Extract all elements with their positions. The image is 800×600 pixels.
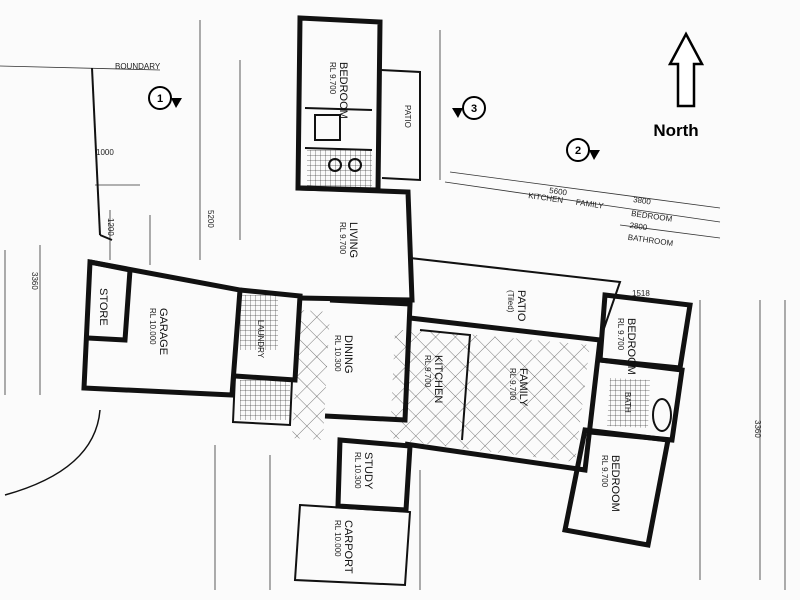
svg-text:RL 9.700: RL 9.700 (328, 62, 337, 95)
section-marker-3: 3 (452, 96, 486, 120)
section-marker-2: 2 (566, 138, 600, 162)
garage-label: GARAGE (157, 308, 169, 355)
section-marker-1: 1 (148, 86, 182, 110)
walls (81, 15, 693, 587)
dim-5200: 5200 (206, 210, 215, 228)
room-labels: BEDROOM RL 9.700 LIVING RL 9.700 PATIO G… (97, 62, 637, 574)
bath-label: BATH (623, 392, 632, 413)
svg-text:RL 9.700: RL 9.700 (423, 355, 432, 388)
dim-3360: 3360 (30, 272, 39, 290)
boundary-jog (99, 234, 113, 241)
dim-3360-right: 3360 (753, 420, 762, 438)
dim-2800: 2800 (629, 221, 648, 232)
svg-text:3: 3 (471, 103, 477, 115)
svg-text:RL 9.700: RL 9.700 (508, 368, 517, 401)
svg-text:RL 10.000: RL 10.000 (148, 308, 157, 345)
boundary-line (91, 67, 101, 236)
patio-top-label: PATIO (403, 105, 412, 128)
svg-text:RL 10.300: RL 10.300 (333, 335, 342, 372)
dim-3800: 3800 (633, 195, 652, 206)
svg-text:2: 2 (575, 145, 581, 157)
living-label: LIVING (347, 222, 359, 258)
boundary-label: BOUNDARY (115, 62, 161, 71)
svg-text:RL 9.700: RL 9.700 (338, 222, 347, 255)
svg-text:RL 10.000: RL 10.000 (333, 520, 342, 557)
family-label: FAMILY (517, 368, 529, 407)
north-label: North (653, 121, 698, 140)
study-label: STUDY (362, 452, 374, 490)
dim-5600: 5600 (549, 186, 568, 197)
patio-label: PATIO (515, 290, 527, 322)
laundry-label: LAUNDRY (256, 320, 265, 359)
svg-text:RL 10.300: RL 10.300 (353, 452, 362, 489)
door-swing-arc (4, 409, 101, 496)
bathroom-dim-label: BATHROOM (627, 233, 674, 248)
svg-text:(Tiled): (Tiled) (506, 290, 515, 313)
dining-label: DINING (342, 335, 354, 374)
kitchen-label: KITCHEN (432, 355, 444, 403)
bedroom-top-label: BEDROOM (337, 62, 349, 119)
bedroom-right-lower-label: BEDROOM (609, 455, 621, 512)
bedroom-right-upper-label: BEDROOM (625, 318, 637, 375)
family-dim-label: FAMILY (575, 198, 604, 211)
svg-text:RL 9.700: RL 9.700 (616, 318, 625, 351)
carport-label: CARPORT (342, 520, 354, 574)
svg-text:RL 9.700: RL 9.700 (600, 455, 609, 488)
dim-1518: 1518 (632, 289, 650, 298)
north-arrow: North (653, 31, 705, 140)
svg-text:1: 1 (157, 93, 163, 105)
store-label: STORE (97, 288, 109, 326)
dim-1000: 1000 (96, 148, 114, 157)
dim-1200: 1200 (106, 218, 115, 236)
